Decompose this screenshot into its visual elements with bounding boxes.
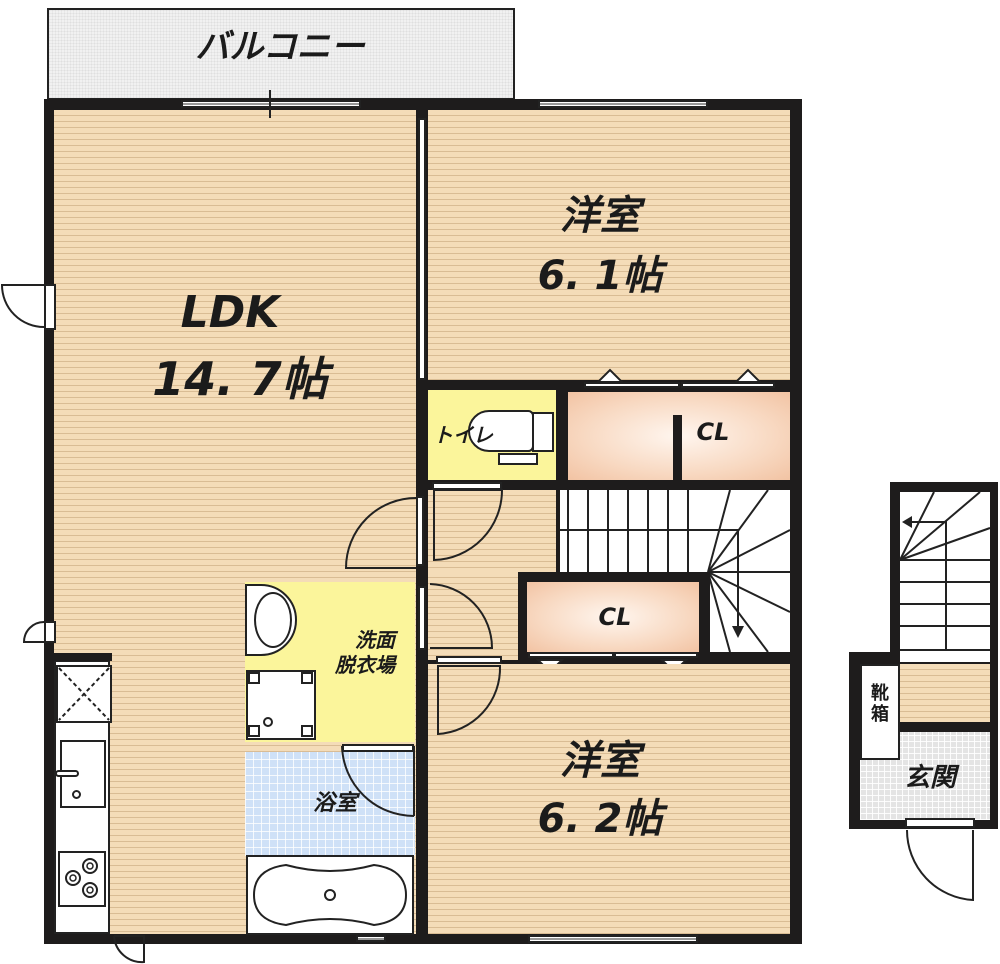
- shoe-box-label-1: 靴: [871, 683, 889, 704]
- bathroom-label: 浴室: [312, 791, 357, 816]
- toilet-door[interactable]: [432, 482, 502, 490]
- closet-1-door-right[interactable]: [681, 382, 775, 388]
- winder-stairs[interactable]: [710, 572, 790, 652]
- ldk-size: 14. 7帖: [152, 352, 328, 406]
- closet-1-handle-icons: [595, 368, 763, 383]
- closet-1-label: CL: [696, 418, 730, 446]
- western-room-2: [428, 664, 790, 934]
- burner-icons: [65, 858, 98, 898]
- entrance-door-swing-icon: [905, 829, 974, 902]
- refrigerator-cross-icon: [58, 667, 110, 721]
- balcony-label: バルコニー: [195, 27, 365, 67]
- ldk-door-icon: [344, 497, 417, 569]
- ldk-side-door[interactable]: [44, 284, 56, 330]
- kitchen-door-icon: [113, 935, 145, 964]
- western-room-2-name: 洋室: [560, 738, 640, 784]
- closet-2-door-right[interactable]: [614, 652, 698, 658]
- entrance-label: 玄関: [903, 763, 956, 793]
- washbasin-bowl-icon: [254, 592, 292, 648]
- washing-machine-icon: [248, 672, 313, 737]
- shoe-box: [860, 664, 900, 760]
- sliding-partition[interactable]: [418, 118, 426, 380]
- ldk-name: LDK: [180, 287, 280, 338]
- washroom-label-2: 脱衣場: [335, 653, 395, 677]
- closet-2-door-left[interactable]: [528, 652, 614, 658]
- balcony: [47, 8, 515, 100]
- western-room-1-name: 洋室: [560, 193, 640, 239]
- entrance-hall: [900, 664, 990, 722]
- paper-holder-icon: [498, 453, 538, 465]
- winder-stairs-icon: [620, 489, 791, 653]
- ldk-door[interactable]: [416, 496, 424, 566]
- western-room-2-window[interactable]: [528, 935, 698, 943]
- ldk-balcony-window[interactable]: [181, 100, 361, 108]
- ldk-small-door[interactable]: [44, 621, 56, 643]
- shoe-box-label-2: 箱: [871, 704, 889, 725]
- bathroom: [245, 752, 415, 856]
- room-2-door-swing: [437, 665, 502, 736]
- kitchen-top-wall: [54, 653, 112, 661]
- toilet-tank-icon: [532, 412, 554, 452]
- bathroom-door-swing-icon: [341, 745, 415, 817]
- bathroom-door[interactable]: [342, 744, 414, 752]
- entrance-door[interactable]: [905, 818, 975, 828]
- bathroom-window[interactable]: [356, 935, 386, 942]
- washroom-door-icon: [429, 583, 494, 649]
- western-room-1-window[interactable]: [538, 100, 708, 108]
- washroom-door[interactable]: [418, 586, 426, 650]
- faucet-icon: [55, 770, 79, 777]
- ldk-side-door-icon: [0, 284, 45, 328]
- entrance-stairs-icon: [899, 491, 991, 651]
- western-room-2-size: 6. 2帖: [537, 796, 663, 842]
- washroom-label-1: 洗面: [355, 628, 395, 652]
- western-room-1: [428, 110, 790, 380]
- closet-1-divider: [673, 415, 682, 481]
- bathtub-icon: [252, 863, 408, 927]
- room-2-door[interactable]: [436, 656, 502, 664]
- hallway-lower: [428, 572, 518, 660]
- closet-2-label: CL: [598, 603, 632, 631]
- window-mullion: [269, 90, 271, 118]
- closet-2: [527, 582, 699, 652]
- ldk-small-door-icon: [22, 621, 45, 643]
- closet-1-door-left[interactable]: [584, 382, 680, 388]
- western-room-1-size: 6. 1帖: [537, 253, 663, 299]
- toilet-door-icon: [433, 489, 504, 562]
- drain-icon: [72, 790, 81, 799]
- toilet-label: トイレ: [433, 423, 493, 447]
